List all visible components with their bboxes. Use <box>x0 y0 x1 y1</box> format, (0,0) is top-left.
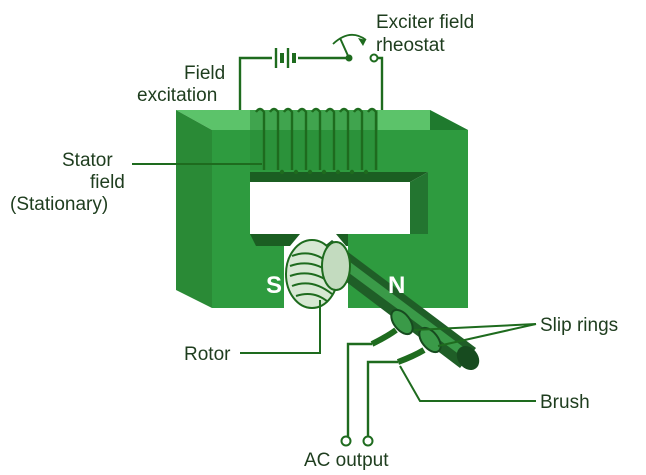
field-label-line2: excitation <box>137 85 217 106</box>
ac-output-label: AC output <box>304 450 389 471</box>
excitation-wire-right <box>378 58 382 110</box>
slip-rings-label: Slip rings <box>540 315 618 336</box>
ac-terminal <box>364 437 373 446</box>
core-window-right-depth <box>410 172 428 234</box>
brush-leader <box>400 366 536 401</box>
exciter-label-line1: Exciter field <box>376 12 474 33</box>
core-lower-left-top <box>250 234 290 246</box>
brush <box>372 330 396 344</box>
core-left-face <box>176 110 212 308</box>
exciter-label-line2: rheostat <box>376 35 445 56</box>
coil-body <box>250 110 378 170</box>
pole-south-label: S <box>266 272 282 299</box>
rotor-label: Rotor <box>184 344 231 365</box>
core-window-back <box>250 182 410 234</box>
excitation-circuit <box>240 35 382 110</box>
stator-label-line1: Stator <box>62 150 113 171</box>
field-label-line1: Field <box>184 63 225 84</box>
ac-terminal <box>342 437 351 446</box>
ac-output-circuit <box>342 344 399 446</box>
excitation-wire-left <box>240 58 272 110</box>
stator-label-line3: (Stationary) <box>10 194 108 215</box>
brush-label: Brush <box>540 392 590 413</box>
battery-icon <box>276 48 294 68</box>
field-coil <box>250 109 378 174</box>
ac-output-wire-right <box>368 362 398 438</box>
stator-label-line2: field <box>90 172 125 193</box>
pole-north-label: N <box>388 272 405 299</box>
brush <box>398 350 424 362</box>
